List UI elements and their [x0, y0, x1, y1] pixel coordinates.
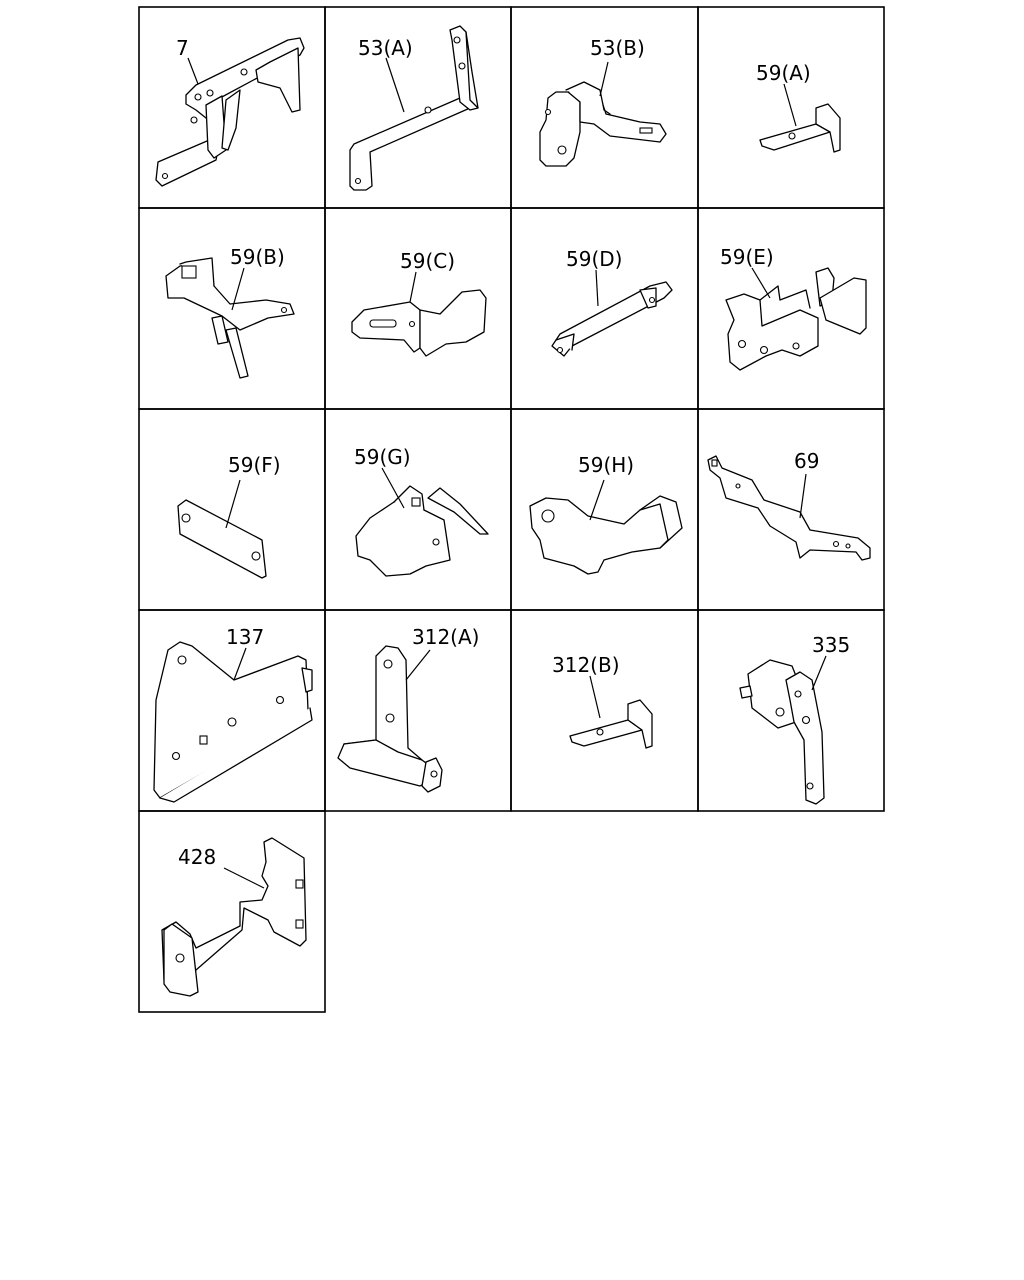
part-59e: 59(E): [720, 245, 867, 371]
part-label-59b: 59(B): [230, 245, 285, 269]
part-label-428: 428: [178, 845, 216, 869]
part-7: 7: [155, 36, 305, 187]
part-label-53a: 53(A): [358, 36, 413, 60]
part-428: 428: [161, 837, 307, 997]
part-53b: 53(B): [539, 36, 667, 167]
part-59d: 59(D): [551, 247, 673, 357]
part-59b: 59(B): [165, 245, 295, 379]
grid: [138, 6, 885, 1013]
part-label-59e: 59(E): [720, 245, 774, 269]
part-label-335: 335: [812, 633, 850, 657]
part-59f: 59(F): [177, 453, 281, 579]
part-59g: 59(G): [354, 445, 489, 577]
part-label-69: 69: [794, 449, 819, 473]
part-label-59d: 59(D): [566, 247, 622, 271]
part-label-137: 137: [226, 625, 264, 649]
part-label-53b: 53(B): [590, 36, 645, 60]
part-label-59g: 59(G): [354, 445, 411, 469]
part-label-59f: 59(F): [228, 453, 281, 477]
part-312a: 312(A): [337, 625, 479, 793]
part-59a: 59(A): [756, 61, 841, 153]
part-312b: 312(B): [552, 653, 653, 749]
part-137: 137: [153, 625, 313, 803]
part-59c: 59(C): [351, 249, 487, 357]
part-label-312a: 312(A): [412, 625, 479, 649]
part-label-7: 7: [176, 36, 189, 60]
part-label-312b: 312(B): [552, 653, 620, 677]
part-label-59h: 59(H): [578, 453, 634, 477]
part-69: 69: [707, 449, 871, 561]
part-label-59c: 59(C): [400, 249, 455, 273]
part-label-59a: 59(A): [756, 61, 811, 85]
part-53a: 53(A): [349, 25, 479, 191]
part-335: 335: [739, 633, 850, 805]
part-59h: 59(H): [529, 453, 683, 575]
